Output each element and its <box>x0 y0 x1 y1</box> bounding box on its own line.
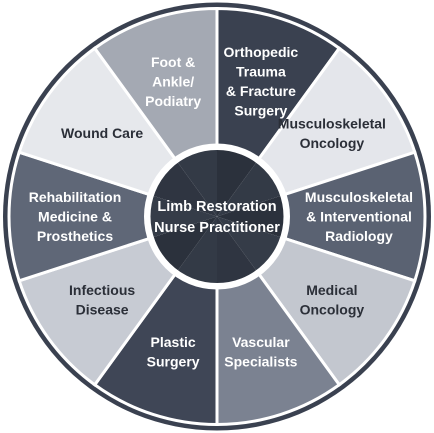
segment-label-line: Podiatry <box>145 93 201 109</box>
segment-label-line: Orthopedic <box>224 44 299 60</box>
segment-label-line: Prosthetics <box>37 228 113 244</box>
segment-label-line: Vascular <box>232 334 290 350</box>
segment-label-line: Foot & <box>151 54 195 70</box>
segment-label-line: Oncology <box>300 302 365 318</box>
segment-label-line: Specialists <box>224 353 297 369</box>
hub-wedge <box>217 195 286 238</box>
segment-label: Wound Care <box>61 125 143 141</box>
segment-label-line: Ankle/ <box>152 73 194 89</box>
segment-label-line: Rehabilitation <box>29 189 122 205</box>
segment-label-line: Disease <box>76 302 129 318</box>
segment-label: Foot & Ankle/Podiatry <box>145 54 201 109</box>
segment-label-line: & Interventional <box>306 209 412 225</box>
segment-label-line: Musculoskeletal <box>278 115 386 131</box>
segment-label-line: Medicine & <box>38 209 112 225</box>
hub-label-line: Limb Restoration <box>157 199 276 215</box>
segment-label-line: Wound Care <box>61 125 143 141</box>
hub-wedges <box>147 147 287 286</box>
hub-wedge <box>217 161 282 217</box>
hub-wedge <box>177 148 217 217</box>
hub-wedge <box>217 148 257 217</box>
segment-label-line: & Fracture <box>226 83 296 99</box>
segment-label-line: Medical <box>306 282 357 298</box>
segment-label-line: Trauma <box>236 64 286 80</box>
segment-label-line: Infectious <box>69 282 135 298</box>
segment-label-line: Surgery <box>234 103 287 119</box>
hub-wedge <box>217 216 257 285</box>
hub-wedge <box>152 161 217 217</box>
segment-label-line: Oncology <box>300 135 365 151</box>
hub-wedge <box>152 216 217 272</box>
segment-label-line: Radiology <box>325 228 393 244</box>
hub-wedge <box>148 195 217 238</box>
segment-label-line: Surgery <box>147 353 200 369</box>
hub-label-line: Nurse Practitioner <box>154 220 280 236</box>
segment-label-line: Plastic <box>151 334 196 350</box>
hub-border <box>147 147 287 286</box>
hub-wedge <box>177 216 217 285</box>
hub-wedge <box>217 216 282 272</box>
segment-label-line: Musculoskeletal <box>305 189 413 205</box>
